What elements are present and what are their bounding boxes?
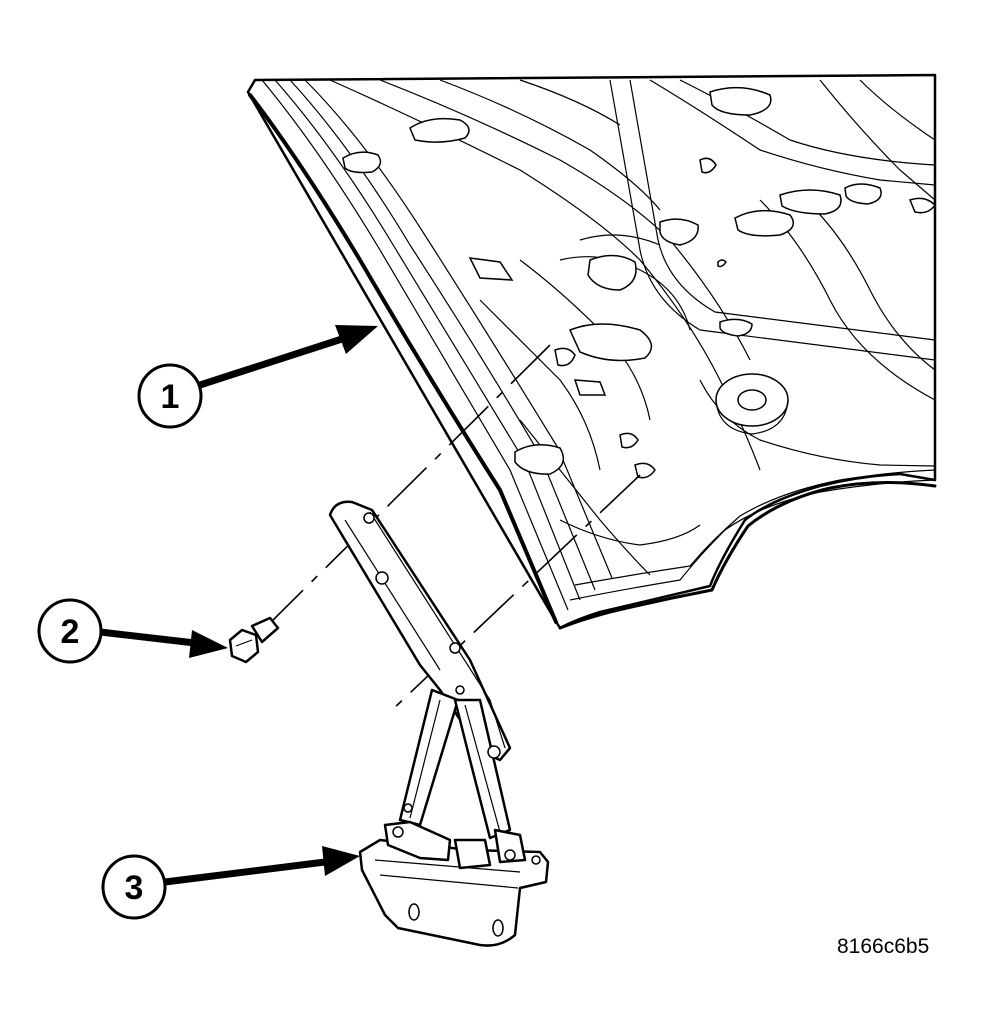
callout-3: 3 bbox=[101, 846, 360, 920]
callout-2: 2 bbox=[37, 598, 228, 664]
bracket-assembly bbox=[328, 500, 550, 947]
bolt bbox=[228, 616, 280, 664]
callout-1: 1 bbox=[137, 325, 378, 429]
floor-panel bbox=[246, 73, 937, 630]
figure-id-label: 8166c6b5 bbox=[837, 935, 930, 958]
callout-2-label: 2 bbox=[61, 613, 80, 651]
callout-1-label: 1 bbox=[161, 378, 180, 416]
callout-3-label: 3 bbox=[125, 869, 144, 907]
